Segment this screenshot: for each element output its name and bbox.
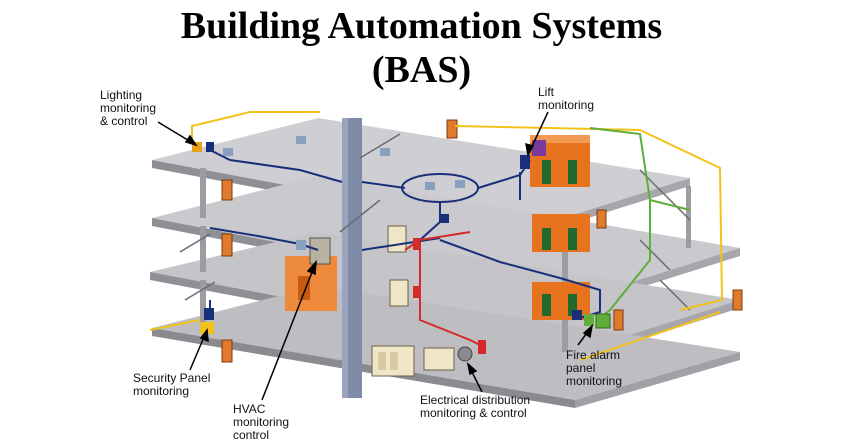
callout-arrows (157, 111, 594, 401)
doors (221, 119, 743, 363)
network-wiring (209, 149, 601, 319)
page-title: Building Automation Systems (BAS) (0, 4, 843, 92)
label-hvac: HVAC monitoring control (233, 402, 290, 441)
floor-1 (152, 286, 740, 408)
label-lighting: Lighting monitoring & control (100, 88, 157, 128)
label-lift: Lift monitoring (538, 85, 595, 112)
label-fire-alarm: Fire alarm panel monitoring (566, 348, 623, 388)
lift-shafts (530, 135, 590, 320)
title-line-2: (BAS) (371, 49, 472, 91)
title-line-1: Building Automation Systems (180, 5, 663, 47)
devices (192, 136, 611, 354)
hvac-shaft (342, 118, 362, 398)
fire-wiring (589, 127, 691, 319)
electrical-panels (371, 225, 473, 377)
label-security: Security Panel monitoring (133, 371, 211, 398)
lighting-wiring (149, 111, 724, 361)
hvac-room (285, 237, 337, 311)
building-columns (200, 168, 691, 352)
stairs (179, 133, 691, 311)
label-electrical: Electrical distribution monitoring & con… (420, 393, 531, 420)
